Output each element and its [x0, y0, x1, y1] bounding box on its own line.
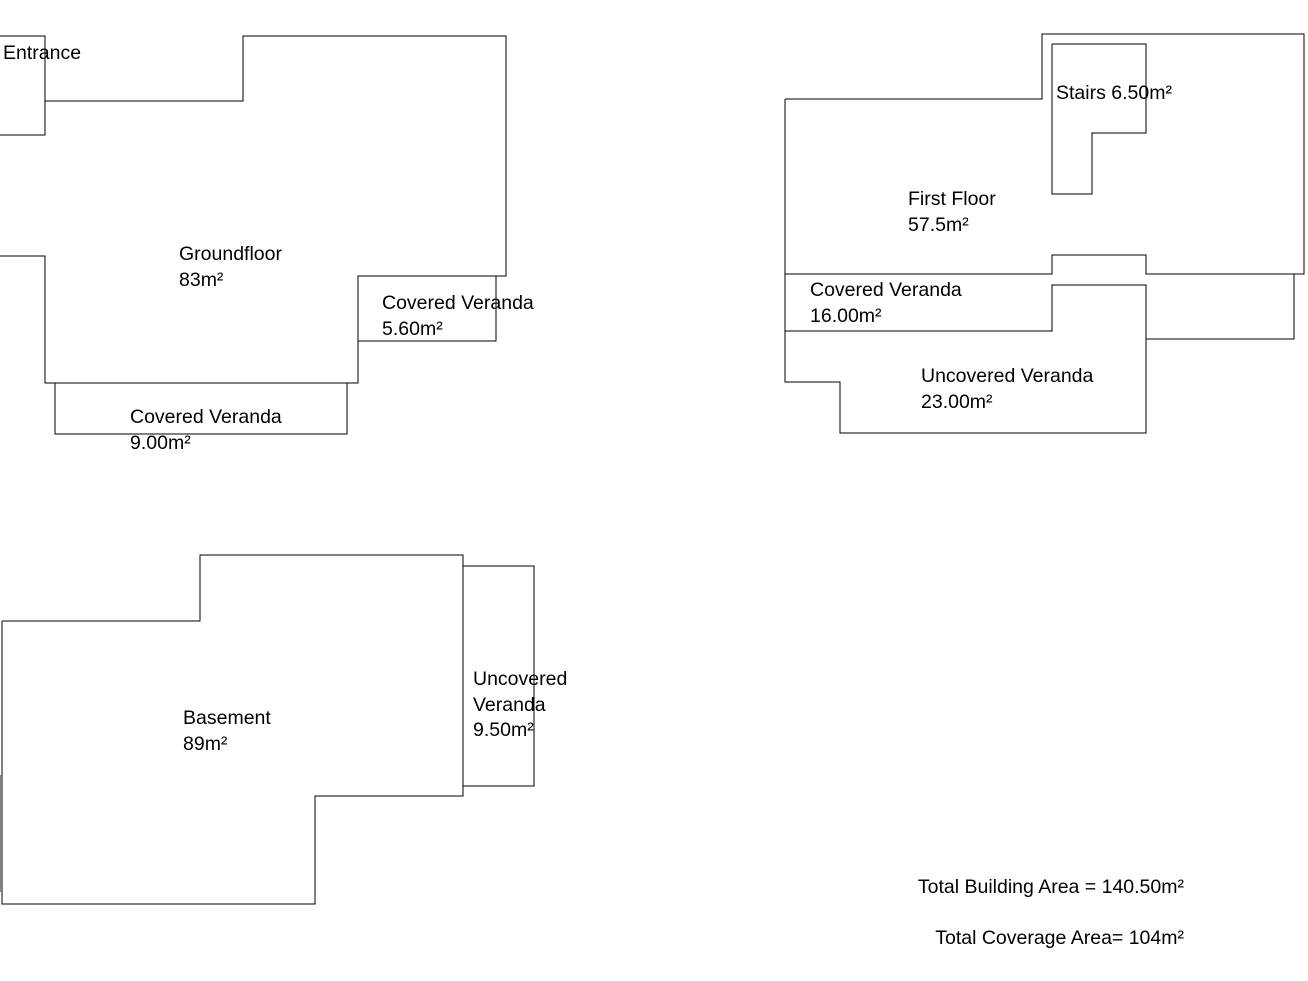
total-building-area: Total Building Area = 140.50m²	[918, 875, 1184, 901]
ground-floor-plan	[0, 35, 507, 435]
first-uncovered-veranda-label: Uncovered Veranda 23.00m²	[921, 364, 1093, 415]
covered-veranda-front-area: 9.00m²	[130, 431, 191, 454]
covered-veranda-front-name: Covered Veranda	[130, 406, 282, 428]
stairs-name-area: Stairs 6.50m²	[1056, 82, 1172, 104]
first-floor-label: First Floor 57.5m²	[908, 187, 996, 238]
first-covered-veranda-label: Covered Veranda 16.00m²	[810, 278, 962, 329]
covered-veranda-front-outline	[54, 383, 348, 435]
covered-veranda-side-label: Covered Veranda 5.60m²	[382, 291, 534, 342]
entrance-name: Entrance	[3, 42, 82, 64]
first-covered-veranda-area: 16.00m²	[810, 304, 882, 327]
groundfloor-label: Groundfloor 83m²	[179, 242, 282, 293]
basement-area: 89m²	[183, 732, 228, 755]
first-uncovered-veranda-area: 23.00m²	[921, 390, 993, 413]
first-covered-veranda-name: Covered Veranda	[810, 279, 962, 301]
covered-veranda-side-area: 5.60m²	[382, 317, 443, 340]
basement-uncovered-veranda-label: Uncovered Veranda 9.50m²	[473, 667, 567, 744]
basement-uncovered-veranda-line2: Veranda	[473, 693, 546, 716]
basement-uncovered-veranda-area: 9.50m²	[473, 719, 534, 741]
basement-uncovered-veranda-outline	[463, 565, 535, 787]
basement-label: Basement 89m²	[183, 706, 271, 757]
entrance-outline	[0, 35, 46, 136]
covered-veranda-side-name: Covered Veranda	[382, 292, 534, 314]
first-floor-outline	[784, 33, 1305, 275]
basement-plan	[0, 554, 535, 905]
first-uncovered-veranda-outline	[784, 285, 1147, 434]
first-covered-veranda-outline	[784, 274, 1295, 340]
stairs-outline	[1051, 43, 1147, 195]
entrance-label: Entrance	[3, 41, 81, 67]
basement-outline	[1, 554, 464, 905]
groundfloor-name: Groundfloor	[179, 243, 282, 265]
stairs-label: Stairs 6.50m²	[1056, 81, 1172, 107]
basement-name: Basement	[183, 707, 271, 729]
total-building-area-text: Total Building Area = 140.50m²	[917, 876, 1184, 898]
first-floor-plan	[784, 33, 1305, 434]
first-floor-area: 57.5m²	[908, 213, 969, 236]
groundfloor-area: 83m²	[179, 268, 224, 291]
covered-veranda-side-outline	[358, 275, 506, 342]
basement-uncovered-veranda-line1: Uncovered	[473, 668, 568, 690]
covered-veranda-front-label: Covered Veranda 9.00m²	[130, 405, 282, 456]
total-coverage-area-text: Total Coverage Area= 104m²	[935, 927, 1184, 949]
first-uncovered-veranda-name: Uncovered Veranda	[921, 365, 1094, 387]
first-floor-name: First Floor	[908, 188, 996, 210]
total-coverage-area: Total Coverage Area= 104m²	[935, 926, 1184, 952]
